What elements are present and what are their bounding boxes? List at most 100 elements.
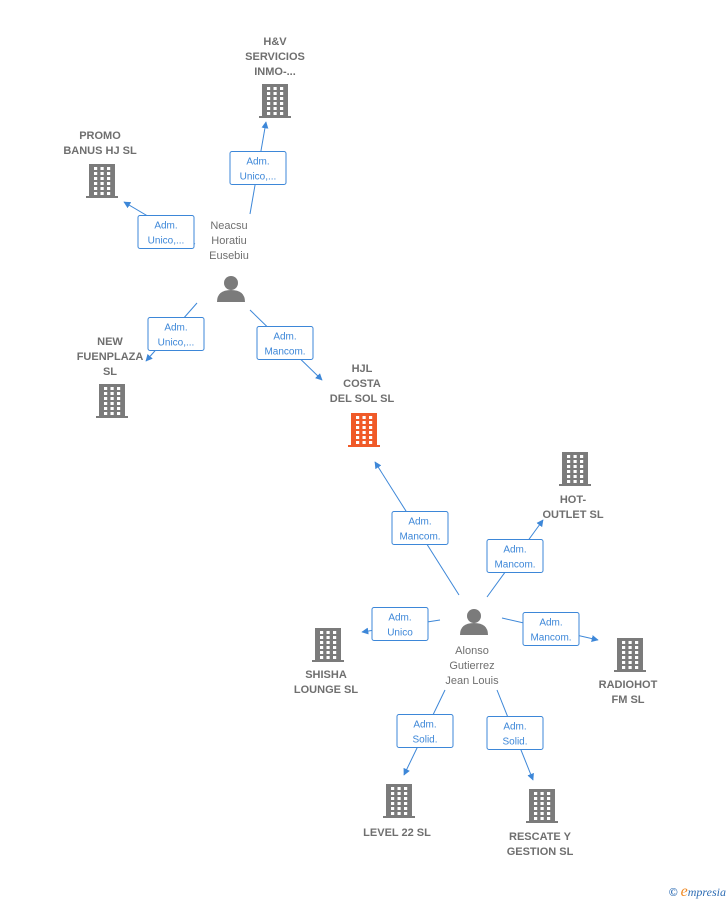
edge-alonso-to-rescate: Adm.Solid. xyxy=(486,689,544,781)
edge-neacsu-to-hv_servicios: Adm. Unico,... xyxy=(229,121,287,215)
node-label-line: Horatiu xyxy=(211,235,246,247)
node-level22[interactable]: LEVEL 22 SL xyxy=(363,784,431,839)
building-icon xyxy=(96,384,128,418)
node-label-line: LOUNGE SL xyxy=(294,684,358,696)
building-icon xyxy=(86,164,118,198)
node-label-line: NEW xyxy=(97,336,123,348)
node-label-line: FUENPLAZA xyxy=(77,351,144,363)
node-hjl-costa[interactable]: HJL COSTA DEL SOL SL xyxy=(330,363,395,447)
building-icon xyxy=(559,452,591,486)
node-label-line: Gutierrez xyxy=(449,660,494,672)
edge-label-line: Adm. xyxy=(388,613,411,624)
edge-label-line: Adm. xyxy=(408,517,431,528)
node-label-line: FM SL xyxy=(612,694,645,706)
node-label-line: RESCATE Y xyxy=(509,831,572,843)
copyright-symbol: © xyxy=(668,885,678,899)
node-promo-banus[interactable]: PROMO BANUS HJ SL xyxy=(63,130,137,198)
edge-label-line: Mancom. xyxy=(399,532,440,543)
node-label-line: RADIOHOT xyxy=(599,679,658,691)
node-label-line: OUTLET SL xyxy=(542,509,603,521)
edge-label-line: Unico,... xyxy=(148,236,185,247)
edge-label-frame xyxy=(147,317,205,351)
edge-label-box[interactable]: Adm. Mancom. xyxy=(391,511,449,545)
node-label-line: INMO-... xyxy=(254,66,296,78)
edge-label-box[interactable]: Adm. Unico,... xyxy=(137,215,195,249)
node-label-line: Alonso xyxy=(455,645,489,657)
edges-layer: Adm. Unico,... Adm. Unico,... Adm. Unico,... A… xyxy=(123,121,599,781)
building-icon xyxy=(526,789,558,823)
edge-alonso-to-level22: Adm. Solid. xyxy=(396,689,454,776)
brand-name: mpresia xyxy=(687,885,726,899)
edge-label-line: Adm. xyxy=(539,618,562,629)
edge-neacsu-to-new_fuenplaza: Adm.Unico,... xyxy=(145,302,205,362)
edge-label-frame xyxy=(137,215,195,249)
edge-label-line: Adm. xyxy=(503,722,526,733)
edge-alonso-to-hjl_costa: Adm. Mancom. xyxy=(374,461,460,596)
node-label-line: SHISHA xyxy=(305,669,347,681)
node-shisha[interactable]: SHISHA LOUNGE SL xyxy=(294,628,358,696)
edge-label-box[interactable]: Adm. Unico xyxy=(371,607,429,641)
building-icon xyxy=(348,413,380,447)
edge-label-frame xyxy=(486,716,544,750)
edge-label-line: Mancom. xyxy=(494,560,535,571)
node-label-line: SL xyxy=(103,366,117,378)
edge-label-line: Adm. xyxy=(154,221,177,232)
edge-label-box[interactable]: Adm. Mancom. xyxy=(522,612,580,646)
edge-label-frame xyxy=(486,539,544,573)
node-hot-outlet[interactable]: HOT- OUTLET SL xyxy=(542,452,604,521)
edge-label-frame xyxy=(371,607,429,641)
edge-label-frame xyxy=(522,612,580,646)
edge-label-line: Adm. xyxy=(413,720,436,731)
edge-alonso-to-hot_outlet: Adm. Mancom. xyxy=(486,519,544,598)
edge-label-line: Adm. xyxy=(246,157,269,168)
edge-label-line: Solid. xyxy=(412,735,437,746)
edge-label-box[interactable]: Adm. Unico,... xyxy=(229,151,287,185)
edge-label-box[interactable]: Adm. Mancom. xyxy=(256,326,314,360)
edge-label-line: Unico,... xyxy=(240,172,277,183)
node-new-fuenplaza[interactable]: NEW FUENPLAZA SL xyxy=(77,336,144,418)
edge-alonso-to-radiohot: Adm. Mancom. xyxy=(501,612,599,646)
node-label-line: COSTA xyxy=(343,378,381,390)
edge-label-line: Mancom. xyxy=(264,347,305,358)
node-rescate[interactable]: RESCATE Y GESTION SL xyxy=(507,789,574,858)
edge-alonso-to-shisha: Adm. Unico xyxy=(361,607,441,641)
edge-label-line: Adm. xyxy=(273,332,296,343)
edge-label-line: Unico xyxy=(387,628,413,639)
node-label-line: HOT- xyxy=(560,494,587,506)
node-label-line: Eusebiu xyxy=(209,250,249,262)
edge-label-box[interactable]: Adm. Solid. xyxy=(396,714,454,748)
node-label-line: BANUS HJ SL xyxy=(63,145,137,157)
node-label-line: DEL SOL SL xyxy=(330,393,395,405)
node-hv-servicios[interactable]: H&V SERVICIOS INMO-... xyxy=(245,36,305,118)
building-icon xyxy=(312,628,344,662)
empresia-watermark[interactable]: © empresia xyxy=(669,883,726,901)
node-label-line: GESTION SL xyxy=(507,846,574,858)
node-label-line: Jean Louis xyxy=(445,675,499,687)
building-icon xyxy=(383,784,415,818)
edge-neacsu-to-hjl_costa: Adm. Mancom. xyxy=(249,309,323,381)
brand-initial: e xyxy=(680,883,688,900)
node-label-line: PROMO xyxy=(79,130,121,142)
building-icon xyxy=(259,84,291,118)
node-label-line: LEVEL 22 SL xyxy=(363,827,431,839)
node-label-line: H&V xyxy=(263,36,287,48)
edge-label-box[interactable]: Adm. Mancom. xyxy=(486,539,544,573)
edge-label-line: Unico,... xyxy=(158,338,195,349)
node-label-line: SERVICIOS xyxy=(245,51,305,63)
edge-label-frame xyxy=(396,714,454,748)
person-icon xyxy=(217,276,245,302)
edge-label-frame xyxy=(229,151,287,185)
edge-neacsu-to-promo_banus: Adm. Unico,... xyxy=(123,201,196,249)
edge-label-line: Adm. xyxy=(503,545,526,556)
edge-label-frame xyxy=(256,326,314,360)
edge-label-box[interactable]: Adm.Unico,... xyxy=(147,317,205,351)
node-label-line: Neacsu xyxy=(210,220,247,232)
edge-label-line: Mancom. xyxy=(530,633,571,644)
node-radiohot[interactable]: RADIOHOT FM SL xyxy=(599,638,658,706)
node-label-line: HJL xyxy=(352,363,373,375)
edge-label-frame xyxy=(391,511,449,545)
edge-label-box[interactable]: Adm.Solid. xyxy=(486,716,544,750)
